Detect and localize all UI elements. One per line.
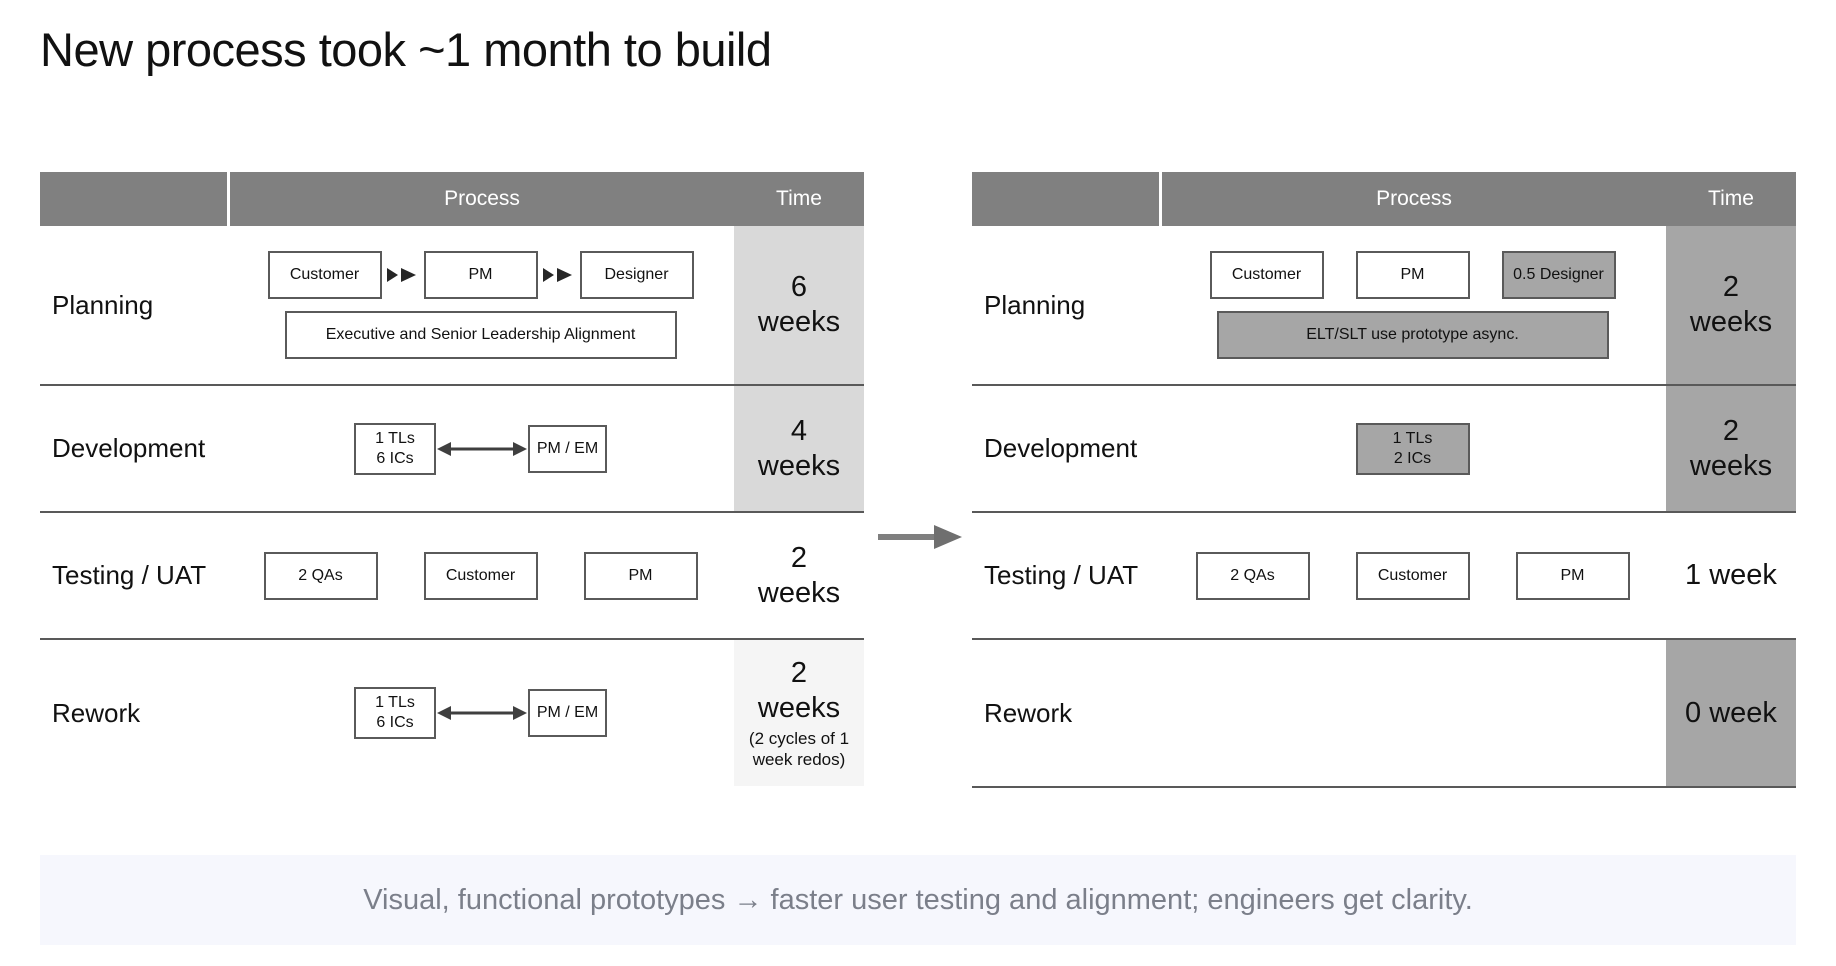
header-time-left: Time [734, 172, 864, 226]
process-box-tls-ics[interactable]: 1 TLs 6 ICs [354, 422, 436, 475]
header-blank-left [40, 172, 227, 226]
table-row: Development 1 TLs 2 ICs 2 weeks [972, 386, 1796, 513]
process-box-customer[interactable]: Customer [1209, 251, 1324, 299]
time-note: (2 cycles of 1 week redos) [748, 728, 850, 769]
time-value: 2 [1722, 271, 1740, 304]
row-time-planning-left: 6 weeks [734, 226, 864, 384]
row-label-development-right: Development [984, 433, 1138, 463]
row-time-testing-left: 2 weeks [734, 513, 864, 638]
process-box-customer[interactable]: Customer [423, 551, 538, 600]
box-row-top: 2 QAs Customer PM [1195, 551, 1630, 600]
process-box-qas[interactable]: 2 QAs [1195, 551, 1310, 600]
header-process-left: Process [230, 172, 734, 226]
row-time-planning-right: 2 weeks [1666, 226, 1796, 384]
page-title: New process took ~1 month to build [40, 23, 772, 76]
time-unit: weeks [757, 449, 841, 482]
table-row: Testing / UAT 2 QAs Customer PM 1 week [972, 513, 1796, 640]
row-process-rework-left: 1 TLs 6 ICs PM / EM [227, 640, 734, 786]
double-chevron-arrow-icon [542, 266, 576, 284]
row-label-planning-right: Planning [984, 289, 1086, 320]
process-box-pm[interactable]: PM [423, 251, 538, 299]
row-process-planning-left: Customer PM Designer Executive and Senio… [227, 226, 734, 384]
row-time-development-left: 4 weeks [734, 386, 864, 511]
time-value: 2 [790, 656, 808, 689]
row-process-development-left: 1 TLs 6 ICs PM / EM [227, 386, 734, 511]
table-row: Planning Customer PM 0.5 Designer ELT/SL… [972, 226, 1796, 386]
process-box-pm-em[interactable]: PM / EM [528, 689, 607, 737]
row-label-planning-left: Planning [52, 289, 154, 320]
table-row: Testing / UAT 2 QAs Customer PM 2 weeks [40, 513, 864, 640]
table-header-row: Process Time [972, 172, 1796, 226]
bidirectional-arrow-icon [436, 704, 528, 722]
process-box-designer[interactable]: Designer [579, 251, 694, 299]
table-row: Planning Customer PM Designer Executive … [40, 226, 864, 386]
row-label-testing-left: Testing / UAT [52, 560, 207, 590]
process-box-pm[interactable]: PM [1355, 251, 1470, 299]
header-divider [227, 172, 230, 226]
process-box-pm-em[interactable]: PM / EM [528, 424, 607, 473]
row-process-testing-left: 2 QAs Customer PM [227, 513, 734, 638]
time-unit: weeks [757, 306, 841, 338]
process-box-exec-alignment[interactable]: Executive and Senior Leadership Alignmen… [284, 311, 677, 359]
right-arrow-icon [876, 524, 964, 550]
box-row-bottom: Executive and Senior Leadership Alignmen… [284, 311, 677, 359]
new-process-table: Process Time Planning Customer PM 0.5 De… [972, 172, 1796, 788]
time-unit: weeks [757, 691, 841, 724]
box-row-top: 2 QAs Customer PM [263, 551, 698, 600]
time-value: 2 [790, 541, 808, 574]
table-row: Rework 1 TLs 6 ICs PM / EM 2 weeks (2 cy… [40, 640, 864, 788]
summary-banner-text: Visual, functional prototypes → faster u… [363, 883, 1473, 916]
row-time-testing-right: 1 week [1666, 513, 1796, 638]
row-label-rework-left: Rework [52, 697, 141, 728]
time-unit: weeks [757, 576, 841, 609]
row-process-development-right: 1 TLs 2 ICs [1159, 386, 1666, 511]
box-row-top: 1 TLs 6 ICs PM / EM [354, 687, 607, 739]
process-box-tls-ics[interactable]: 1 TLs 6 ICs [354, 687, 436, 739]
process-box-half-designer[interactable]: 0.5 Designer [1501, 251, 1616, 299]
header-process-right: Process [1162, 172, 1666, 226]
row-label-rework-right: Rework [984, 697, 1073, 728]
time-unit: weeks [1689, 449, 1773, 482]
box-row-bottom: ELT/SLT use prototype async. [1216, 311, 1609, 359]
bidirectional-arrow-icon [436, 440, 528, 458]
time-value: 6 [790, 271, 808, 304]
box-row-top: 1 TLs 6 ICs PM / EM [354, 422, 607, 475]
row-label-testing-right: Testing / UAT [984, 560, 1139, 590]
time-value: 2 [1722, 414, 1740, 447]
old-process-table: Process Time Planning Customer PM Design… [40, 172, 864, 788]
header-divider [1159, 172, 1162, 226]
box-row-top: 1 TLs 2 ICs [1355, 422, 1470, 475]
box-row-top: Customer PM Designer [267, 251, 694, 299]
process-box-tls-ics[interactable]: 1 TLs 2 ICs [1355, 422, 1470, 475]
process-box-customer[interactable]: Customer [1355, 551, 1470, 600]
process-box-pm[interactable]: PM [583, 551, 698, 600]
box-row-top: Customer PM 0.5 Designer [1209, 251, 1616, 299]
process-box-pm[interactable]: PM [1515, 551, 1630, 600]
row-time-rework-left: 2 weeks (2 cycles of 1 week redos) [734, 640, 864, 786]
row-label-development-left: Development [52, 433, 206, 463]
double-chevron-arrow-icon [386, 266, 420, 284]
time-unit: weeks [1689, 306, 1773, 338]
row-process-rework-right [1159, 640, 1666, 786]
table-row: Development 1 TLs 6 ICs PM / EM 4 weeks [40, 386, 864, 513]
process-box-customer[interactable]: Customer [267, 251, 382, 299]
row-time-rework-right: 0 week [1666, 640, 1796, 786]
summary-banner: Visual, functional prototypes → faster u… [40, 855, 1796, 945]
header-blank-right [972, 172, 1159, 226]
table-row: Rework 0 week [972, 640, 1796, 788]
row-process-planning-right: Customer PM 0.5 Designer ELT/SLT use pro… [1159, 226, 1666, 384]
time-value: 0 week [1685, 696, 1777, 729]
time-value: 4 [790, 414, 808, 447]
process-box-elt-slt-prototype[interactable]: ELT/SLT use prototype async. [1216, 311, 1609, 359]
table-header-row: Process Time [40, 172, 864, 226]
header-time-right: Time [1666, 172, 1796, 226]
row-process-testing-right: 2 QAs Customer PM [1159, 513, 1666, 638]
row-time-development-right: 2 weeks [1666, 386, 1796, 511]
time-value: 1 week [1685, 559, 1777, 592]
process-box-qas[interactable]: 2 QAs [263, 551, 378, 600]
